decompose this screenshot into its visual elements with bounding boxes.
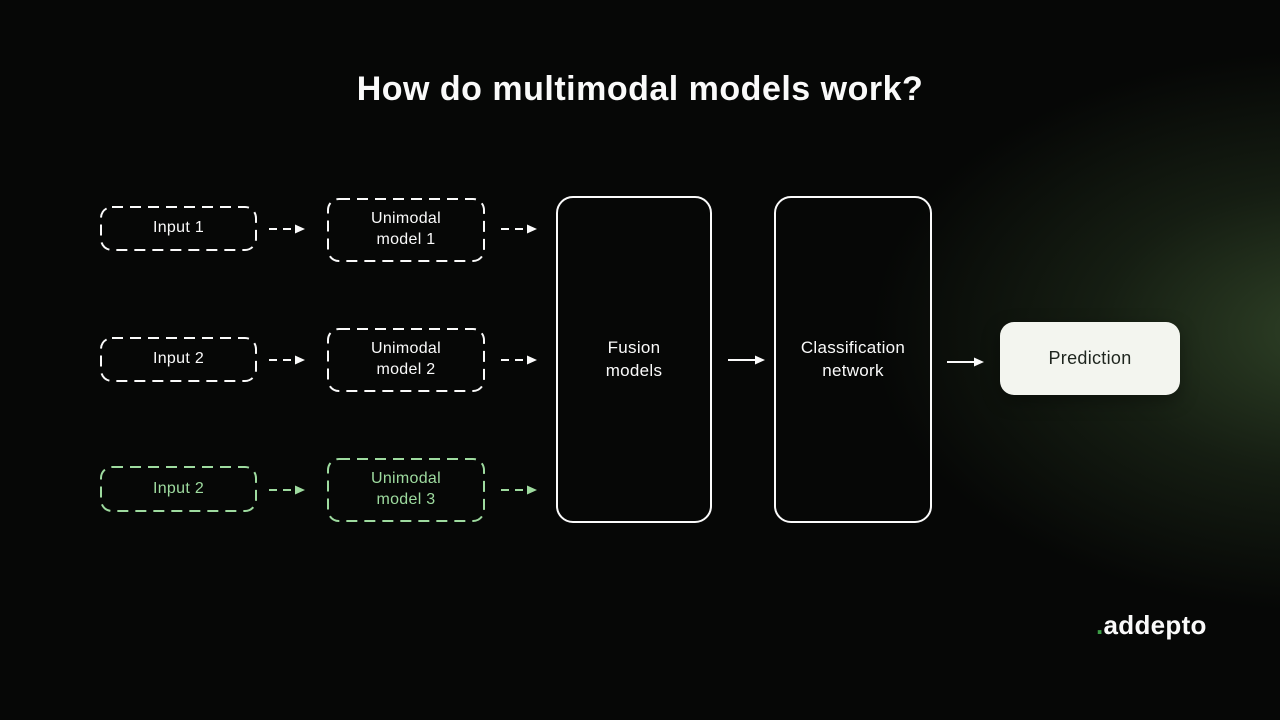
dashed-border [327,328,485,392]
dashed-border [100,337,257,382]
arrow-right-icon [500,354,538,366]
page-title: How do multimodal models work? [356,70,924,108]
dashed-border [100,206,257,251]
solid-border [774,196,932,523]
dashed-border [100,466,257,512]
logo-text: addepto [1103,610,1207,640]
input-2-label: Input 2 [152,350,205,368]
arrow-right-icon [268,354,306,366]
unimodal-model-3-label: Unimodal model 3 [371,470,441,508]
input-1-label: Input 1 [152,219,205,237]
dashed-border [327,198,485,262]
classification-network-label: Classification network [800,338,906,380]
arrow-right-icon [500,484,538,496]
arrow-right-icon [946,356,984,368]
input-3-label: Input 2 [152,479,205,497]
input-3-box: Input 2 [100,466,257,512]
solid-border [556,196,712,523]
addepto-logo: .addepto [1096,610,1207,641]
input-1-box: Input 1 [100,206,257,251]
prediction-label: Prediction [1048,348,1132,368]
unimodal-model-2-box: Unimodal model 2 [327,328,485,392]
dashed-border [327,458,485,522]
arrow-right-icon [268,484,306,496]
arrow-right-icon [500,223,538,235]
unimodal-model-3-box: Unimodal model 3 [327,458,485,522]
unimodal-model-1-label: Unimodal model 1 [371,210,441,248]
arrow-right-icon [268,223,306,235]
arrow-right-icon [727,354,765,366]
fusion-models-label: Fusion models [605,338,663,380]
input-2-box: Input 2 [100,337,257,382]
fusion-models-box: Fusion models [556,196,712,523]
unimodal-model-2-label: Unimodal model 2 [371,340,441,378]
unimodal-model-1-box: Unimodal model 1 [327,198,485,262]
prediction-box: Prediction [1000,322,1180,395]
logo-dot: . [1096,610,1104,640]
classification-network-box: Classification network [774,196,932,523]
